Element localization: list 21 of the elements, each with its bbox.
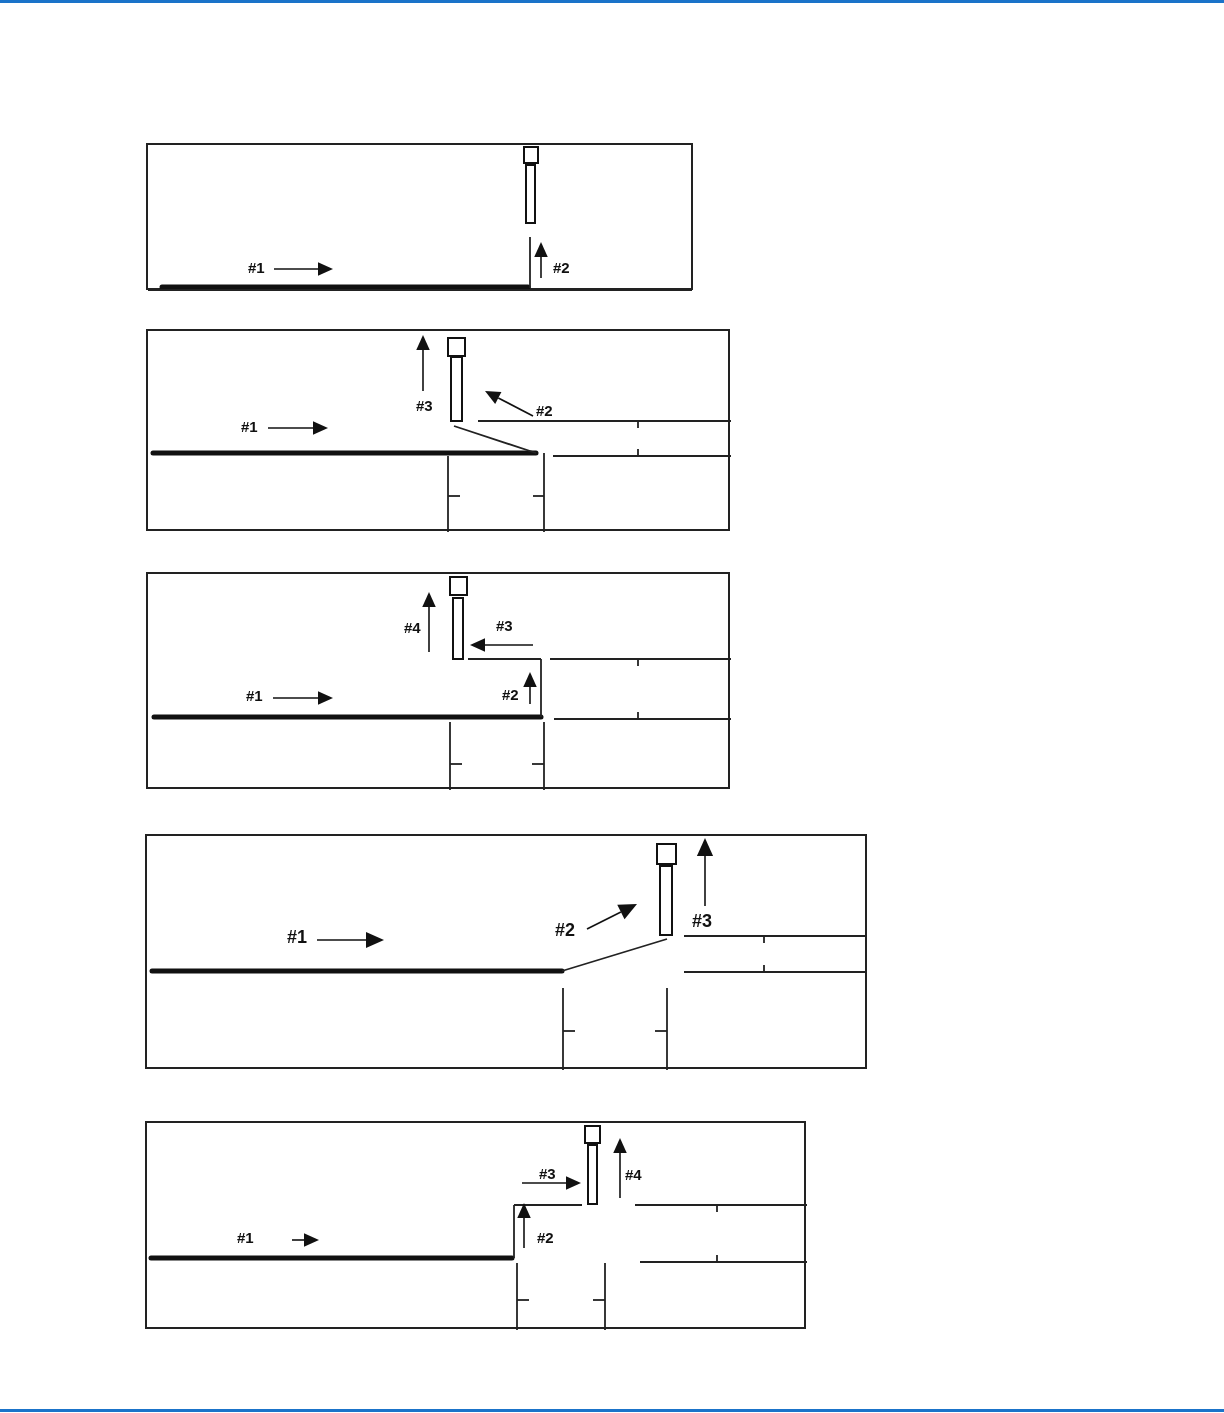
step-label: #1 bbox=[248, 260, 265, 275]
diagram-panel bbox=[146, 143, 693, 290]
step-label: #3 bbox=[692, 912, 713, 930]
step-label: #1 bbox=[237, 1230, 254, 1245]
step-label: #4 bbox=[404, 620, 421, 635]
step-label: #1 bbox=[246, 688, 263, 703]
diagram-panel bbox=[146, 329, 730, 531]
step-label: #3 bbox=[416, 398, 433, 413]
diagram-panel bbox=[145, 1121, 806, 1329]
step-label: #2 bbox=[553, 260, 570, 275]
step-label: #2 bbox=[536, 403, 553, 418]
diagram-panel bbox=[146, 572, 730, 789]
step-label: #3 bbox=[539, 1166, 556, 1181]
diagram-panel bbox=[145, 834, 867, 1069]
step-label: #4 bbox=[625, 1167, 642, 1182]
step-label: #3 bbox=[496, 618, 513, 633]
step-label: #1 bbox=[241, 419, 258, 434]
step-label: #1 bbox=[287, 928, 308, 946]
step-label: #2 bbox=[555, 921, 576, 939]
step-label: #2 bbox=[537, 1230, 554, 1245]
step-label: #2 bbox=[502, 687, 519, 702]
